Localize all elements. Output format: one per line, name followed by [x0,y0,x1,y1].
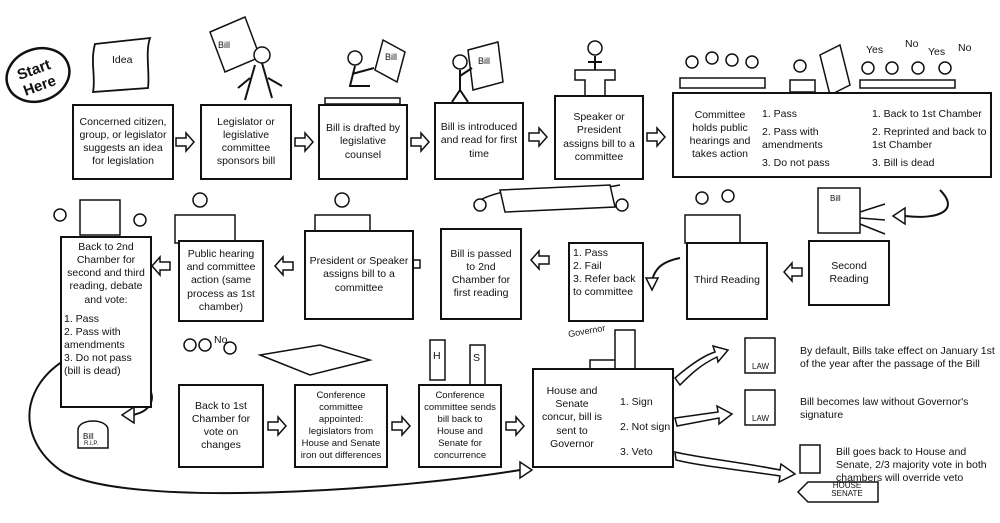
step-second-chamber-box: Bill is passed to 2nd Chamber for first … [440,228,522,320]
step-committee-box: Committee holds public hearings and take… [672,92,992,178]
third-option: 1. Pass [573,247,609,259]
law-label-2: LAW [752,414,770,423]
no-label-2: No [958,42,972,54]
step-sponsor-box: Legislator or legislative committee spon… [200,104,292,180]
outcome-sign-text: By default, Bills take effect on January… [800,345,995,371]
yes-label-1: Yes [866,44,884,56]
back-second-option: 1. Pass [64,312,100,325]
step-back-first-box: Back to 1st Chamber for vote on changes [178,384,264,468]
committee-option: 1. Pass [762,108,798,120]
bill-label-introduce: Bill [478,56,491,66]
bill-label-sponsor: Bill [218,40,231,50]
committee-option: 3. Do not pass [762,157,830,170]
step-third-reading-text: Third Reading [694,274,760,287]
house-h-label: H [433,350,441,362]
back-second-option: 2. Pass with amendments [64,325,125,351]
step-conference-sends-text: Conference committee sends bill back to … [424,390,496,461]
step-idea-box: Concerned citizen, group, or legislator … [72,104,174,180]
house-senate-sign: HOUSE SENATE [831,481,863,498]
bill-label-tomb: Bill [83,432,94,441]
step-second-reading-text: Second Reading [829,259,869,285]
step-governor-box: House and Senate concur, bill is sent to… [532,368,674,468]
outcome-not-sign-text: Bill becomes law without Governor's sign… [800,396,969,422]
committee-results: 1. Back to 1st Chamber 2. Reprinted and … [872,108,990,176]
step-introduce-box: Bill is introduced and read for first ti… [434,102,524,180]
step-committee-text: Committee holds public hearings and take… [689,108,751,161]
governor-option: 3. Veto [620,446,653,459]
step-public-hearing-text: Public hearing and committee action (sam… [186,248,256,313]
third-reading-options: 1. Pass 2. Fail 3. Refer back to committ… [573,247,639,305]
committee-result: 2. Reprinted and back to 1st Chamber [872,126,987,152]
governor-option: 1. Sign [620,396,653,408]
rip-label: R.I.P. [84,441,99,447]
step-draft-box: Bill is drafted by legislative counsel [318,104,408,180]
governor-option: 2. Not sign [620,421,671,434]
committee-option: 2. Pass with amendments [762,126,823,152]
step-conference-text: Conference committee appointed: legislat… [300,390,382,461]
step-public-hearing-box: Public hearing and committee action (sam… [178,240,264,322]
back-second-options: 1. Pass 2. Pass with amendments 3. Do no… [64,313,148,379]
bill-label-talking: Bill [830,194,841,203]
step-president-assign-box: President or Speaker assigns bill to a c… [304,230,414,320]
step-back-second-box: Back to 2nd Chamber for second and third… [60,236,152,408]
committee-result: 1. Back to 1st Chamber [872,108,982,120]
step-third-reading-box: Third Reading [686,242,768,320]
step-second-reading-box: Second Reading [808,240,890,306]
back-second-option: 3. Do not pass (bill is dead) [64,352,132,378]
governor-options: 1. Sign 2. Not sign 3. Veto [620,396,672,464]
no-label-3: No [214,334,228,346]
yes-label-2: Yes [928,46,946,58]
step-introduce-text: Bill is introduced and read for first ti… [440,121,518,160]
step-draft-text: Bill is drafted by legislative counsel [325,122,401,161]
law-label-1: LAW [752,362,770,371]
step-sponsor-text: Legislator or legislative committee spon… [216,115,276,168]
no-label-1: No [905,38,919,50]
step-third-options-box: 1. Pass 2. Fail 3. Refer back to committ… [568,242,644,322]
outcome-veto-text: Bill goes back to House and Senate, 2/3 … [836,446,987,485]
step-assign-box: Speaker or President assigns bill to a c… [554,95,644,180]
senate-s-label: S [473,352,481,364]
step-back-second-text: Back to 2nd Chamber for second and third… [67,241,145,306]
third-option: 3. Refer back to committee [573,273,636,299]
bill-label-draft: Bill [385,52,398,62]
step-governor-text: House and Senate concur, bill is sent to… [541,385,603,450]
third-option: 2. Fail [573,260,602,273]
step-idea-text: Concerned citizen, group, or legislator … [79,115,167,168]
step-back-first-text: Back to 1st Chamber for vote on changes [191,399,251,452]
step-assign-text: Speaker or President assigns bill to a c… [563,111,635,163]
idea-label: Idea [112,54,133,66]
step-conference-sends-box: Conference committee sends bill back to … [418,384,502,468]
step-second-chamber-text: Bill is passed to 2nd Chamber for first … [450,247,512,300]
step-conference-box: Conference committee appointed: legislat… [294,384,388,468]
step-president-assign-text: President or Speaker assigns bill to a c… [309,255,409,294]
committee-result: 3. Bill is dead [872,157,935,170]
committee-options: 1. Pass 2. Pass with amendments 3. Do no… [762,108,842,176]
